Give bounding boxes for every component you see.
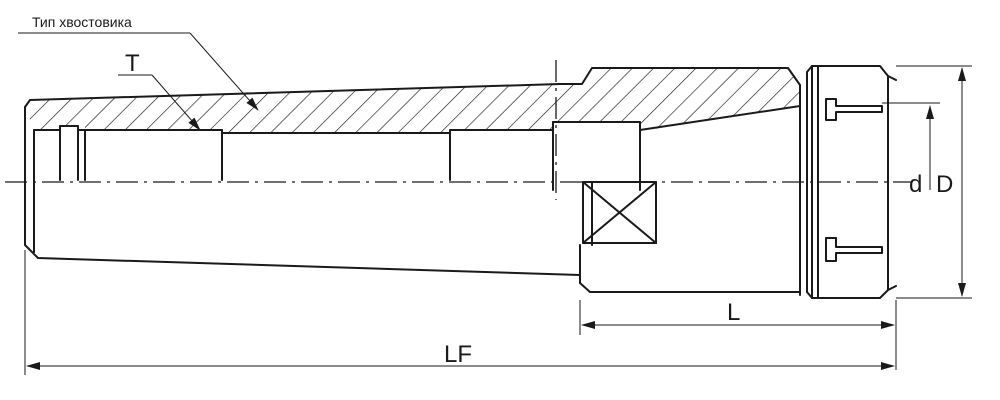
thread-label: T <box>125 50 140 77</box>
length-lf-label: LF <box>444 341 472 368</box>
leader-lines <box>18 32 259 131</box>
shank-outline <box>24 83 581 276</box>
length-l-label: L <box>727 299 740 326</box>
outer-diameter-label: D <box>936 171 953 198</box>
shank-type-label: Тип хвостовика <box>32 14 132 30</box>
inner-diameter-label: d <box>909 171 922 198</box>
hatched-section <box>25 68 800 133</box>
dimension-lines <box>24 65 972 375</box>
body-outline <box>552 67 801 296</box>
wrench-flat <box>582 181 657 244</box>
